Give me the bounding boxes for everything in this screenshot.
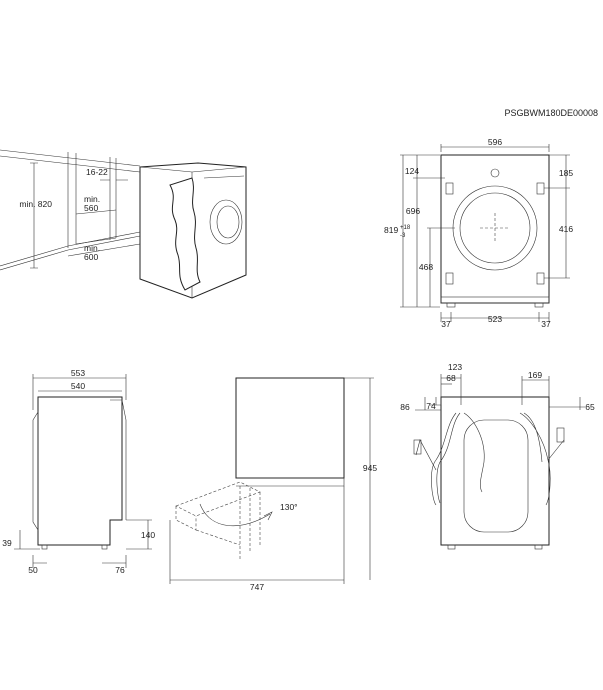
side-foot-height-label: 39	[2, 538, 12, 548]
niche-width-label-2: 600	[84, 252, 98, 262]
niche-depth-label-1: min.	[84, 194, 100, 204]
front-view	[400, 144, 570, 322]
front-height-tol-minus: -3	[400, 233, 406, 239]
door-height-label: 945	[363, 463, 377, 473]
door-angle-label: 130°	[280, 502, 298, 512]
rear-outlet-offset-label: 68	[446, 373, 456, 383]
rear-inlet-offset-label: 123	[448, 362, 462, 372]
door-swing-view	[169, 377, 374, 584]
niche-drawing	[0, 149, 141, 271]
front-right-hinge-label: 416	[559, 224, 573, 234]
niche-gap-label: 16-22	[86, 167, 108, 177]
rear-view	[413, 374, 585, 550]
front-foot-left-label: 37	[441, 319, 451, 329]
document-code: PSGBWM180DE00008	[504, 108, 598, 118]
side-step-label: 140	[141, 530, 155, 540]
front-hinge-label: 696	[406, 206, 420, 216]
machine-perspective	[139, 162, 247, 299]
rear-inlet-top2-label: 74	[426, 401, 436, 411]
front-width-label: 596	[488, 137, 502, 147]
side-body-label: 540	[71, 381, 85, 391]
front-foot-span-label: 523	[488, 314, 502, 324]
side-overall-label: 553	[71, 368, 85, 378]
front-right-top-label: 185	[559, 168, 573, 178]
door-depth-label: 747	[250, 582, 264, 592]
rear-drain-top-label: 65	[585, 402, 595, 412]
side-view	[14, 374, 152, 568]
niche-width-label-1: min.	[84, 243, 100, 253]
front-knob-label: 124	[405, 166, 419, 176]
side-front-offset-label: 50	[28, 565, 38, 575]
niche-height-label: min. 820	[19, 199, 52, 209]
rear-drain-offset-label: 169	[528, 370, 542, 380]
front-height-tol-plus: +18	[400, 225, 411, 231]
niche-depth-label-2: 560	[84, 203, 98, 213]
rear-inlet-top-label: 86	[400, 402, 410, 412]
front-height-label: 819	[384, 225, 398, 235]
front-center-label: 468	[419, 262, 433, 272]
front-foot-right-label: 37	[541, 319, 551, 329]
side-rear-offset-label: 76	[115, 565, 125, 575]
